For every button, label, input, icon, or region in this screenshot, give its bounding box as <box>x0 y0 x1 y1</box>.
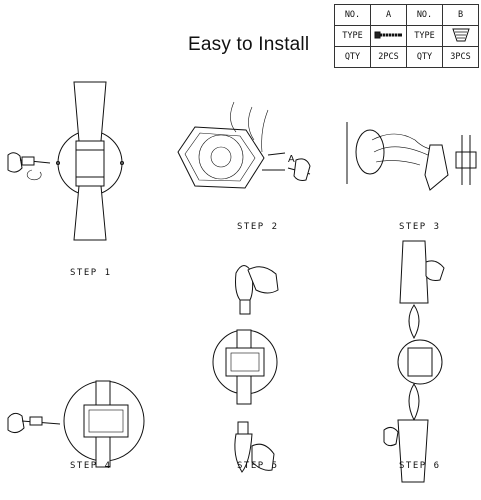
step-label: STEP 3 <box>399 222 441 232</box>
step2-mounting-plate-illustration: A <box>177 101 295 189</box>
table-row: QTY 2PCS QTY 3PCS <box>334 46 479 68</box>
step1-lamp-illustration <box>56 81 124 241</box>
step6-shade-illustration <box>383 240 445 483</box>
step3-wiring-illustration <box>346 122 477 191</box>
table-cell: 3PCS <box>442 46 479 68</box>
step-label: STEP 2 <box>237 222 279 232</box>
parts-table: NO. A NO. B TYPE TYPE QTY 2PCS QTY 3PCS <box>334 4 479 68</box>
table-cell: QTY <box>334 46 371 68</box>
callout-a-label: A <box>288 154 295 165</box>
screwdriver-hand-icon <box>7 412 61 434</box>
screwdriver-hand-icon <box>7 152 51 181</box>
step4-base-illustration <box>63 380 145 468</box>
page-title: Easy to Install <box>188 34 310 55</box>
step-label: STEP 4 <box>70 461 112 471</box>
step-label: STEP 5 <box>237 461 279 471</box>
screwdriver-hand-icon <box>287 158 311 181</box>
step-label: STEP 6 <box>399 461 441 471</box>
screw-icon <box>370 25 407 47</box>
step5-bulb-illustration <box>212 265 279 473</box>
step-label: STEP 1 <box>70 268 112 278</box>
